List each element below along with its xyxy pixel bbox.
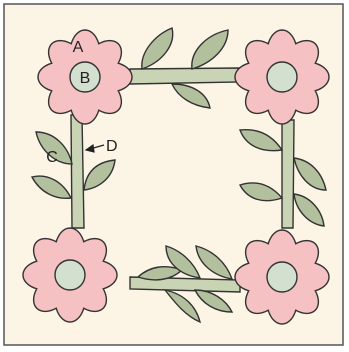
flower-center	[267, 62, 297, 92]
flower	[235, 230, 329, 324]
flower-center	[55, 260, 85, 290]
label-a: A	[73, 39, 84, 56]
label-b: B	[80, 70, 91, 87]
flower	[23, 228, 117, 322]
stem-left	[71, 115, 84, 228]
flower-center	[267, 262, 297, 292]
stem-right	[282, 120, 294, 228]
label-d: D	[106, 138, 118, 155]
label-c: C	[46, 149, 58, 166]
stem-top	[130, 68, 240, 84]
flower	[235, 30, 329, 124]
